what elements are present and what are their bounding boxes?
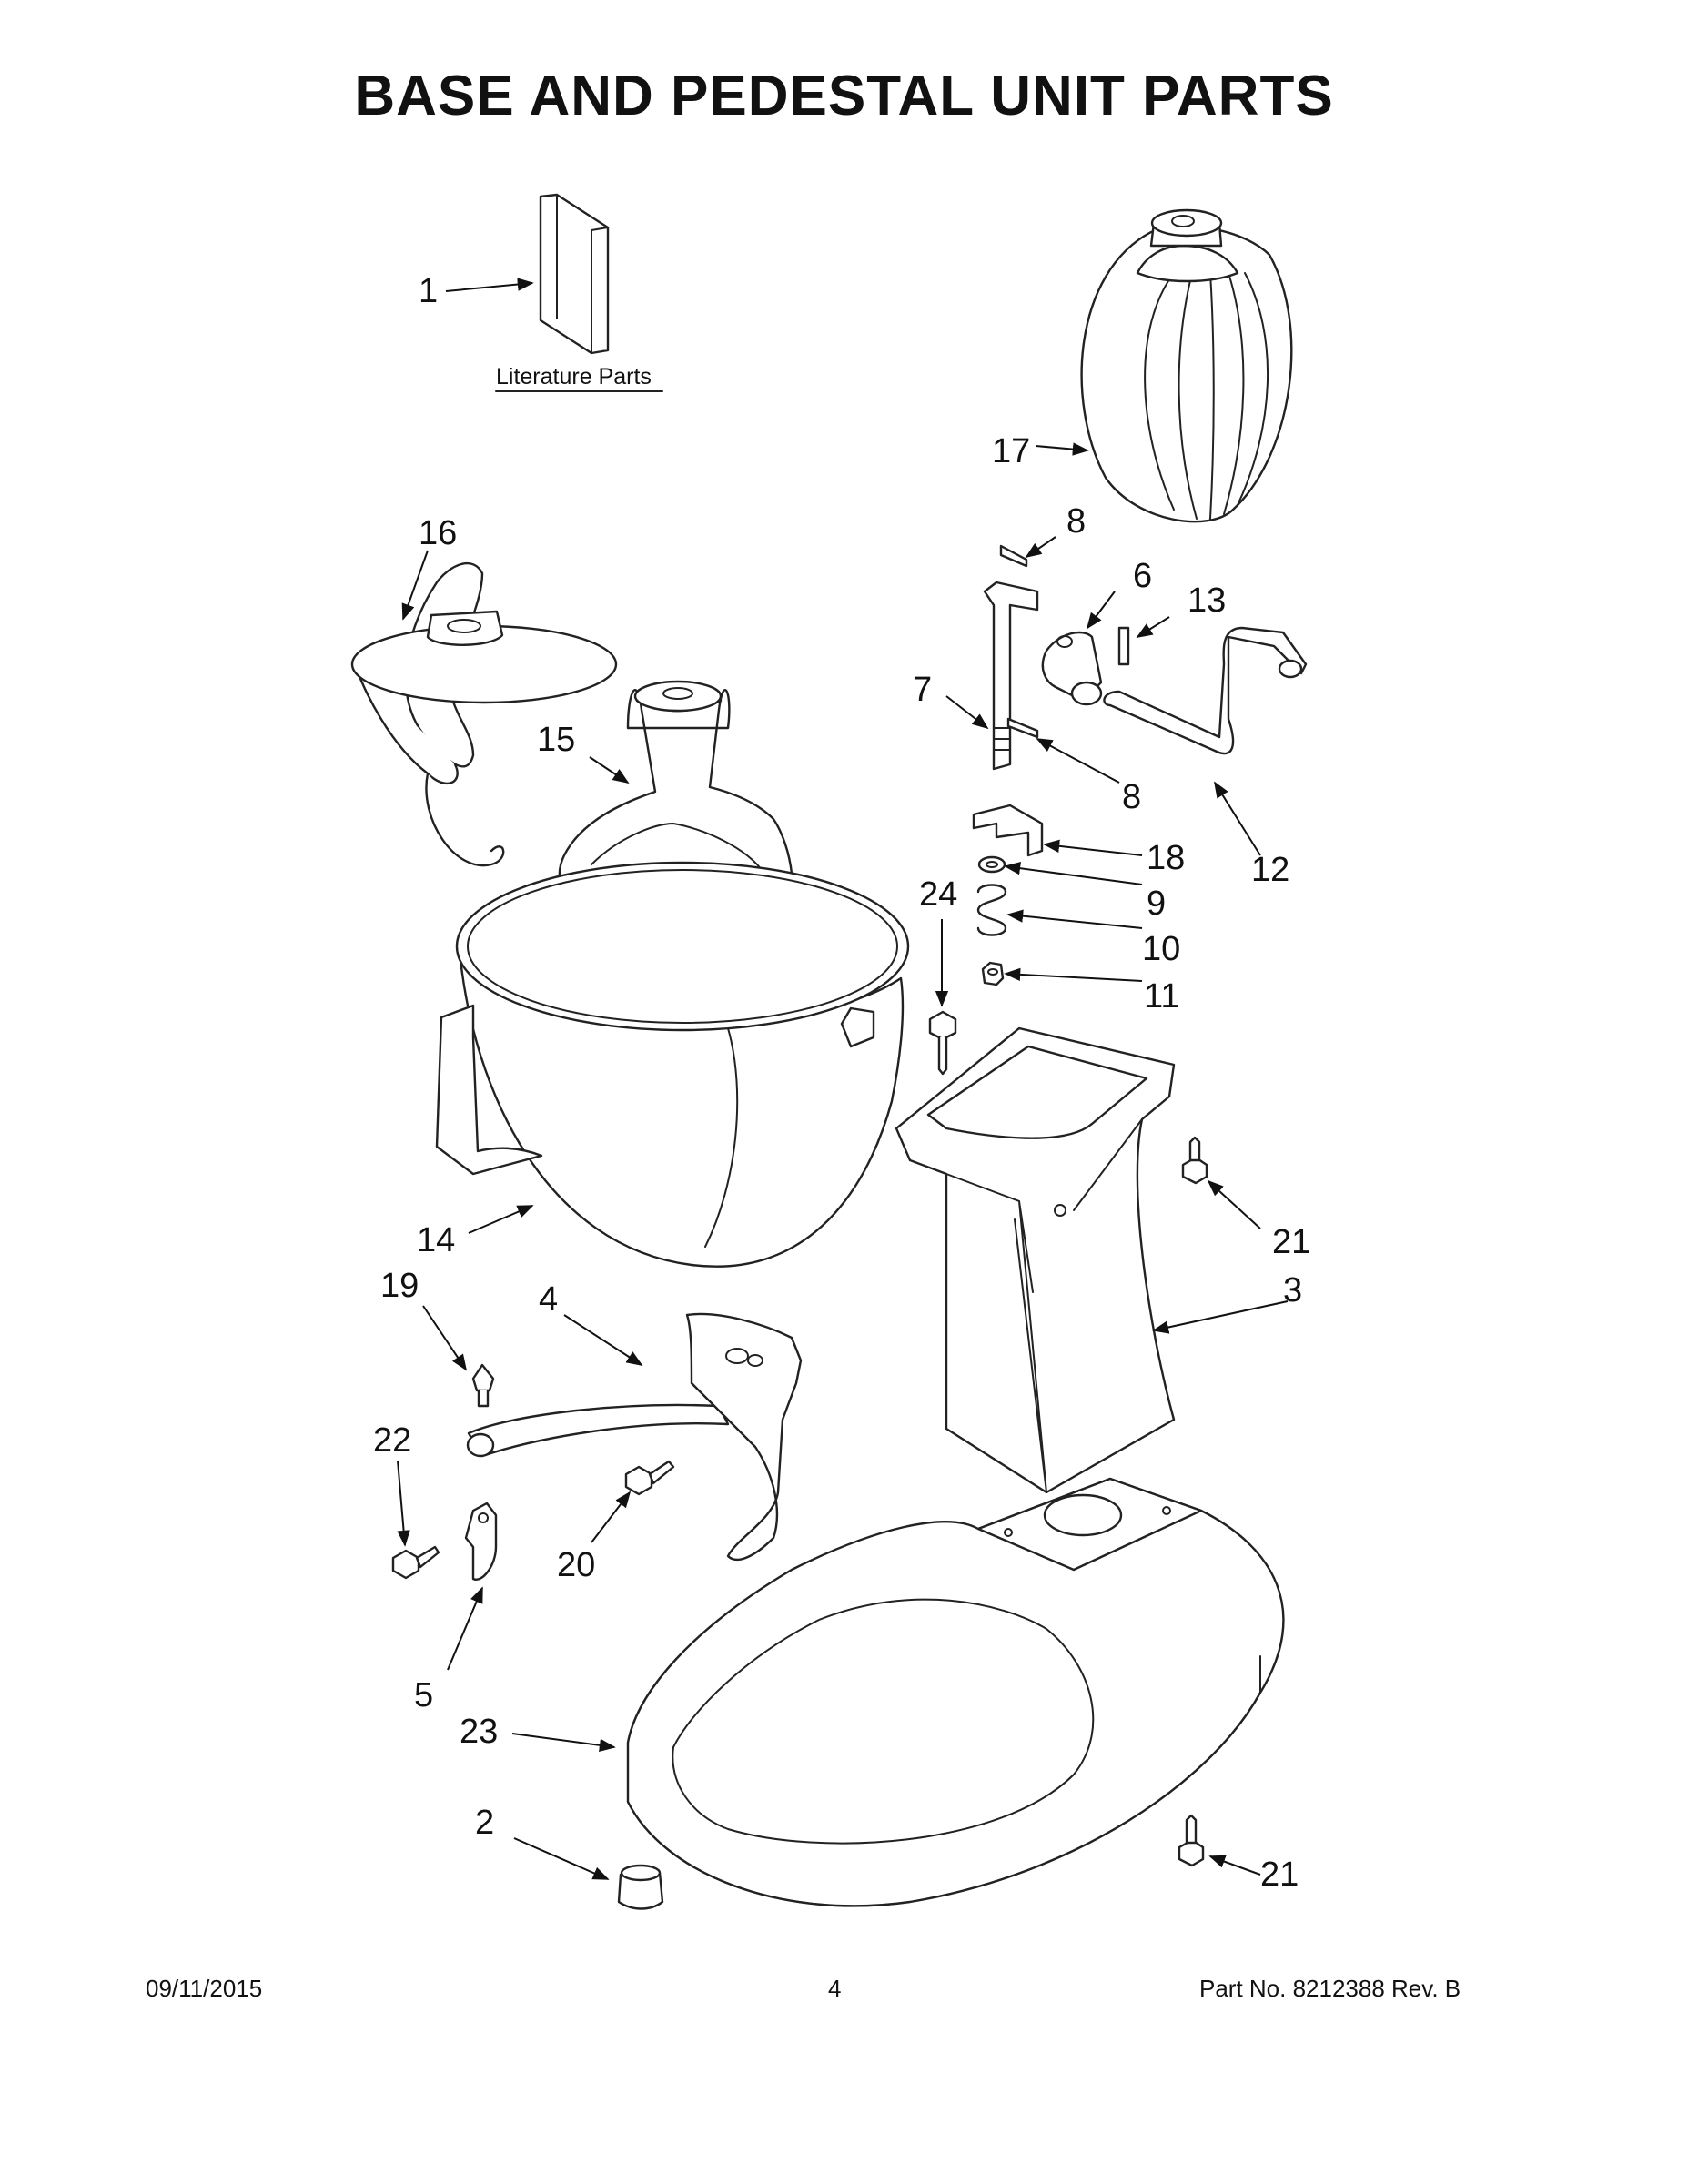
part-20-screw xyxy=(624,1460,675,1496)
callout-8-upper: 8 xyxy=(1066,502,1086,541)
callout-1: 1 xyxy=(419,272,438,310)
part-21-screw-lower xyxy=(1178,1814,1205,1867)
callout-7: 7 xyxy=(913,671,932,709)
leader-lines xyxy=(397,278,1289,1880)
callout-labels: 1 17 16 8 6 13 7 15 8 18 12 24 9 10 11 2… xyxy=(373,272,1310,1894)
callout-6: 6 xyxy=(1133,557,1152,595)
part-19-pin xyxy=(471,1363,495,1408)
callout-5: 5 xyxy=(414,1676,433,1714)
part-12-crank-handle xyxy=(1103,626,1308,755)
callout-14: 14 xyxy=(417,1221,455,1259)
callout-11: 11 xyxy=(1144,977,1179,1016)
part-1-literature: Literature Parts xyxy=(495,193,663,392)
part-5-bracket xyxy=(464,1502,498,1581)
literature-parts-label: Literature Parts xyxy=(496,364,652,389)
footer-part-number: Part No. 8212388 Rev. B xyxy=(1199,1975,1461,2002)
callout-2: 2 xyxy=(475,1804,494,1842)
part-17-wire-whip xyxy=(1080,208,1293,523)
footer-page-number: 4 xyxy=(828,1975,842,2002)
part-22-screw xyxy=(391,1545,440,1580)
part-7-shaft xyxy=(983,581,1039,771)
callout-19: 19 xyxy=(380,1267,419,1305)
part-14-bowl xyxy=(435,861,910,1268)
callout-22: 22 xyxy=(373,1421,411,1460)
part-24-screw xyxy=(928,1010,957,1076)
callout-9: 9 xyxy=(1147,885,1166,923)
callout-13: 13 xyxy=(1188,581,1226,620)
callout-15: 15 xyxy=(537,721,575,759)
part-23-base xyxy=(626,1477,1285,1907)
part-21-screw-upper xyxy=(1181,1136,1208,1185)
callout-23: 23 xyxy=(460,1713,498,1751)
callout-4: 4 xyxy=(539,1280,558,1319)
part-9-washer xyxy=(977,855,1006,874)
part-13-pin xyxy=(1117,626,1130,666)
part-8-pin-lower xyxy=(1006,717,1039,739)
callout-18: 18 xyxy=(1147,839,1185,877)
callout-10: 10 xyxy=(1142,930,1180,968)
callout-12: 12 xyxy=(1251,851,1289,889)
part-11-nut xyxy=(981,961,1005,986)
callout-16: 16 xyxy=(419,514,457,552)
callout-21-lower: 21 xyxy=(1260,1855,1299,1894)
part-8-pin-upper xyxy=(999,544,1028,568)
part-6-bracket xyxy=(1041,631,1103,706)
callout-20: 20 xyxy=(557,1546,595,1584)
callout-24: 24 xyxy=(919,875,957,914)
callout-8-lower: 8 xyxy=(1122,778,1141,816)
callout-21-upper: 21 xyxy=(1272,1223,1310,1261)
part-10-spring xyxy=(976,884,1007,936)
footer-date: 09/11/2015 xyxy=(146,1975,263,2002)
part-3-pedestal xyxy=(895,1026,1176,1494)
page-title: BASE AND PEDESTAL UNIT PARTS xyxy=(354,65,1334,127)
callout-17: 17 xyxy=(992,432,1030,470)
part-4-bowl-support xyxy=(466,1312,803,1562)
part-18-bracket xyxy=(972,804,1044,857)
part-2-foot xyxy=(617,1864,664,1910)
callout-3: 3 xyxy=(1283,1271,1302,1309)
part-16-dough-hook xyxy=(350,562,618,867)
